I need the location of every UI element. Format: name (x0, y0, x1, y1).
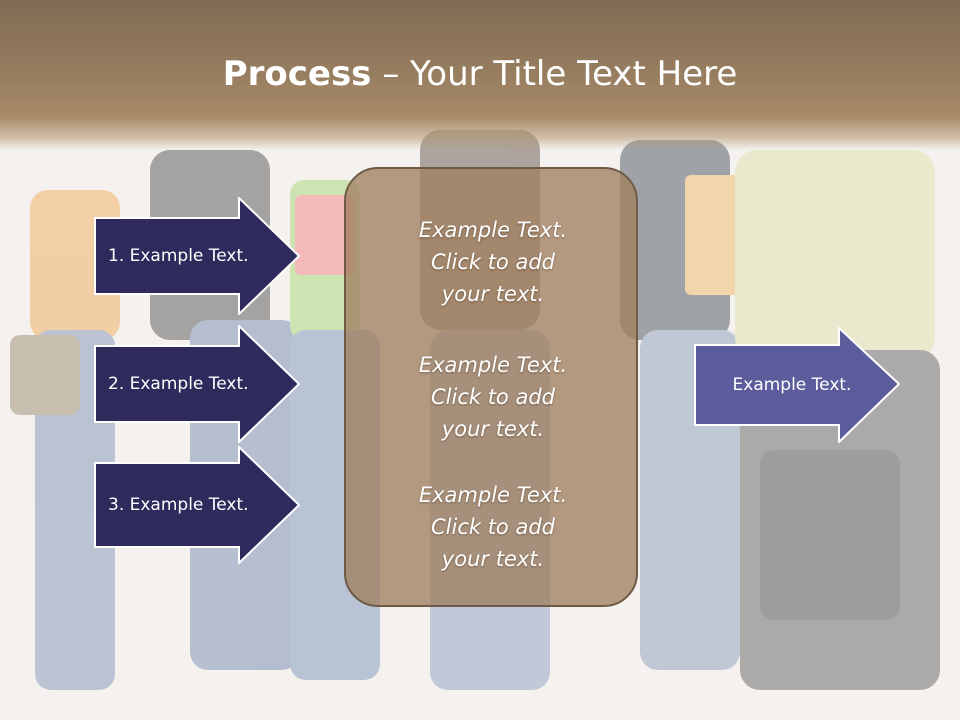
arrow-shape (94, 446, 300, 564)
process-step-3-arrow[interactable]: 3. Example Text. (94, 446, 300, 564)
arrow-shape (694, 327, 900, 443)
process-step-2-label: 2. Example Text. (108, 374, 249, 394)
center-text-line: Example Text. (418, 218, 568, 242)
center-text-line: Example Text. (418, 483, 568, 507)
center-text-line: Click to add (430, 250, 555, 274)
center-text-line: Click to add (430, 515, 555, 539)
arrow-shape (94, 197, 300, 315)
title-bold-part: Process (222, 54, 372, 94)
center-text-line: your text. (441, 282, 545, 306)
center-text-block-1[interactable]: Example Text. Click to add your text. (346, 214, 640, 310)
center-text-line: your text. (441, 417, 545, 441)
result-arrow-label: Example Text. (732, 375, 852, 395)
title-band (0, 0, 960, 150)
center-text-block-2[interactable]: Example Text. Click to add your text. (346, 349, 640, 445)
slide-title[interactable]: Process – Your Title Text Here (0, 52, 960, 96)
center-text-line: your text. (441, 547, 545, 571)
arrow-shape (94, 325, 300, 443)
result-arrow[interactable]: Example Text. (694, 327, 900, 443)
process-step-2-arrow[interactable]: 2. Example Text. (94, 325, 300, 443)
center-text-block-3[interactable]: Example Text. Click to add your text. (346, 479, 640, 575)
title-rest-part: – Your Title Text Here (371, 54, 738, 94)
process-step-1-label: 1. Example Text. (108, 246, 249, 266)
center-text-panel[interactable]: Example Text. Click to add your text. Ex… (344, 167, 638, 607)
center-text-line: Click to add (430, 385, 555, 409)
process-step-3-label: 3. Example Text. (108, 495, 249, 515)
process-step-1-arrow[interactable]: 1. Example Text. (94, 197, 300, 315)
center-text-line: Example Text. (418, 353, 568, 377)
